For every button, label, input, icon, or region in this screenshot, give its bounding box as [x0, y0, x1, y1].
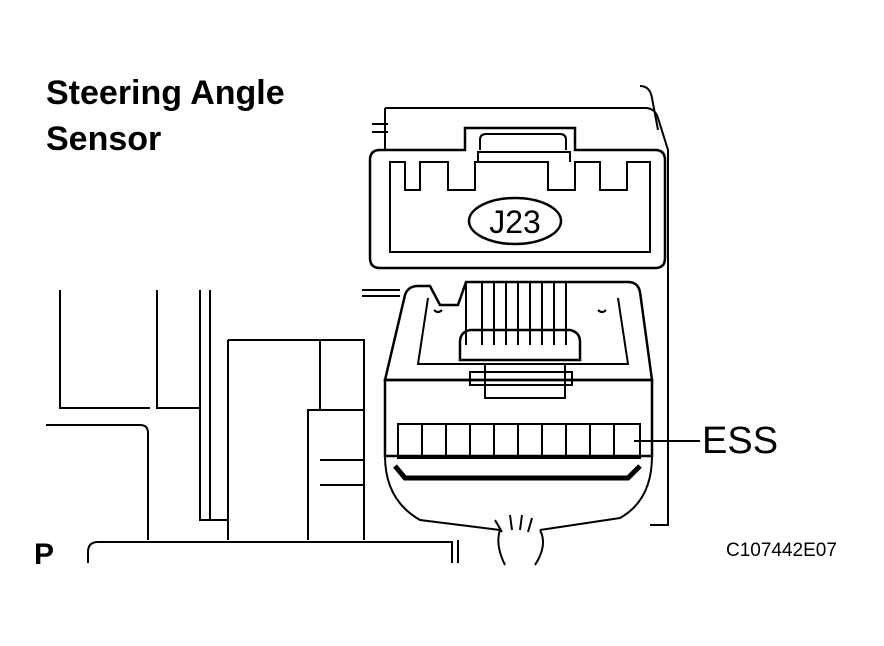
diagram-title: Steering Angle Sensor: [46, 70, 285, 162]
connector-id-oval: [467, 196, 563, 246]
view-label: P: [34, 538, 55, 571]
terminal-label-ess: ESS: [702, 420, 779, 462]
figure-code: C107442E07: [726, 540, 837, 561]
title-line-2: Sensor: [46, 120, 162, 158]
connector-j23: J23: [368, 126, 667, 270]
connector-mating: [383, 280, 654, 566]
connector-id-label: J23: [489, 204, 541, 240]
title-line-1: Steering Angle: [46, 74, 285, 112]
background-structure: [46, 85, 669, 563]
